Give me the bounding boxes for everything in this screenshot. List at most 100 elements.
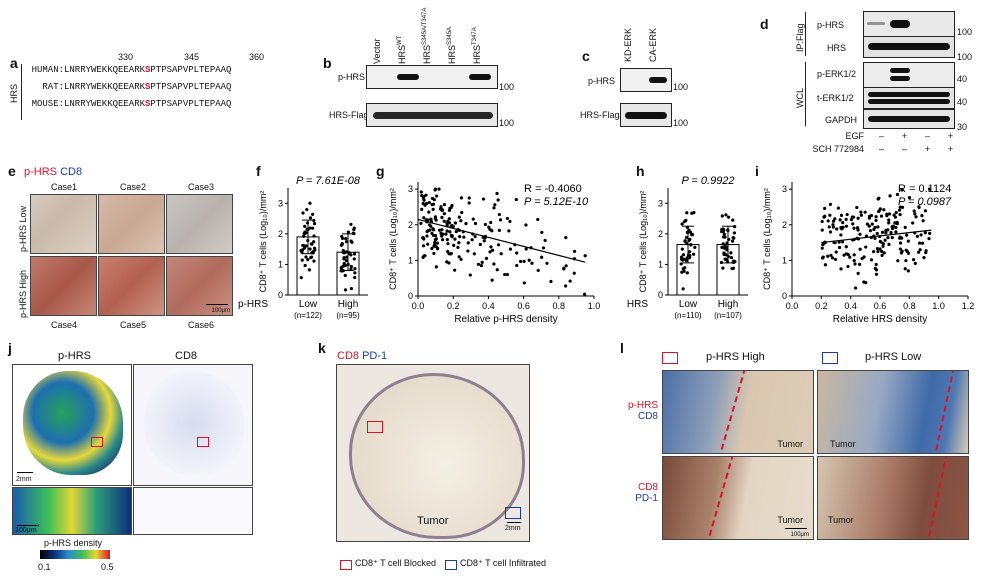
data-point bbox=[927, 236, 931, 241]
data-point bbox=[841, 225, 845, 229]
data-point bbox=[343, 273, 347, 278]
data-point bbox=[536, 217, 540, 222]
data-point bbox=[518, 259, 523, 264]
p-label: P = 5.12E-10 bbox=[524, 196, 589, 208]
data-point bbox=[911, 258, 916, 262]
y-tick-label: 0 bbox=[278, 290, 283, 300]
data-point bbox=[897, 208, 902, 212]
mw-marker: 100 bbox=[499, 118, 515, 128]
ip-bracket bbox=[805, 12, 806, 56]
fit-line bbox=[417, 218, 586, 263]
data-point bbox=[820, 219, 824, 224]
data-point bbox=[492, 262, 496, 266]
data-point bbox=[900, 205, 905, 209]
data-point bbox=[881, 244, 885, 248]
y-tick-label: 2 bbox=[278, 229, 283, 239]
data-point bbox=[445, 221, 449, 225]
data-point bbox=[583, 254, 587, 258]
data-point bbox=[352, 228, 356, 232]
data-point bbox=[837, 240, 841, 244]
title-cd8: CD8 bbox=[175, 350, 198, 362]
x-tick-label: 0.8 bbox=[553, 301, 566, 311]
data-point bbox=[524, 247, 528, 251]
data-point bbox=[856, 216, 860, 220]
header-box-blue bbox=[822, 352, 838, 364]
wcl-bracket bbox=[805, 62, 806, 126]
x-axis-label: Relative p-HRS density bbox=[454, 314, 557, 325]
data-point bbox=[427, 210, 431, 214]
data-point bbox=[883, 238, 887, 242]
y-tick-label: 2 bbox=[658, 229, 663, 239]
data-point bbox=[471, 217, 475, 221]
data-point bbox=[459, 219, 463, 223]
ihc-image-case5 bbox=[98, 256, 165, 316]
data-point bbox=[311, 212, 315, 216]
data-point bbox=[434, 237, 438, 241]
data-point bbox=[430, 246, 434, 251]
data-point bbox=[303, 263, 307, 268]
data-point bbox=[564, 284, 568, 288]
data-point bbox=[340, 242, 344, 246]
y-axis-label: CD8⁺ T cells (Log₁₀)/mm² bbox=[258, 191, 268, 293]
data-point bbox=[864, 245, 868, 249]
tissue-section-k: Tumor 2mm bbox=[336, 364, 530, 542]
ihc-image-case3 bbox=[166, 194, 233, 254]
data-point bbox=[831, 223, 835, 227]
stain-legend-k: CD8 PD-1 bbox=[337, 350, 388, 362]
data-point bbox=[833, 257, 838, 262]
n-label: (n=110) bbox=[674, 311, 702, 320]
tumor-label: Tumor bbox=[777, 439, 803, 449]
data-point bbox=[421, 196, 426, 200]
data-point bbox=[895, 222, 899, 226]
data-point bbox=[724, 213, 728, 217]
data-point bbox=[913, 261, 917, 265]
y-tick-label: 3 bbox=[278, 198, 283, 208]
data-point bbox=[896, 259, 900, 263]
header-low: p-HRS Low bbox=[865, 351, 922, 363]
data-point bbox=[445, 238, 449, 242]
data-point bbox=[344, 240, 349, 244]
data-point bbox=[849, 218, 854, 222]
data-point bbox=[680, 258, 685, 262]
data-point bbox=[854, 286, 858, 290]
scale-label: 2mm bbox=[16, 476, 32, 483]
data-point bbox=[429, 217, 433, 221]
data-point bbox=[851, 222, 855, 226]
data-point bbox=[419, 190, 423, 194]
y-tick-label: 0 bbox=[408, 291, 413, 301]
data-point bbox=[419, 221, 423, 225]
data-point bbox=[848, 255, 852, 259]
panel-label-h: h bbox=[636, 163, 645, 179]
data-point bbox=[823, 206, 827, 211]
data-point bbox=[444, 232, 448, 236]
phospho-site: S bbox=[145, 99, 151, 109]
blot-d-perk bbox=[863, 62, 955, 88]
data-point bbox=[308, 216, 313, 220]
data-point bbox=[505, 272, 510, 277]
data-point bbox=[878, 207, 882, 211]
data-point bbox=[874, 272, 879, 276]
data-point bbox=[680, 222, 684, 226]
data-point bbox=[340, 234, 344, 239]
data-point bbox=[499, 252, 503, 256]
legend-blocked: CD8⁺ T cell Blocked bbox=[355, 558, 436, 568]
data-point bbox=[351, 231, 355, 235]
data-point bbox=[312, 234, 316, 238]
data-point bbox=[530, 261, 534, 265]
data-point bbox=[434, 265, 438, 269]
y-axis-label: CD8⁺ T cells (Log₁₀)/mm² bbox=[388, 188, 398, 290]
data-point bbox=[720, 227, 724, 232]
category-label: Low bbox=[299, 299, 318, 310]
data-point bbox=[478, 242, 482, 247]
scale-label: 100μm bbox=[790, 532, 809, 538]
data-point bbox=[440, 215, 444, 219]
data-point bbox=[820, 228, 824, 232]
category-label: High bbox=[338, 299, 359, 310]
data-point bbox=[422, 216, 426, 220]
scale-label: 100μm bbox=[15, 527, 37, 534]
data-point bbox=[304, 255, 308, 259]
